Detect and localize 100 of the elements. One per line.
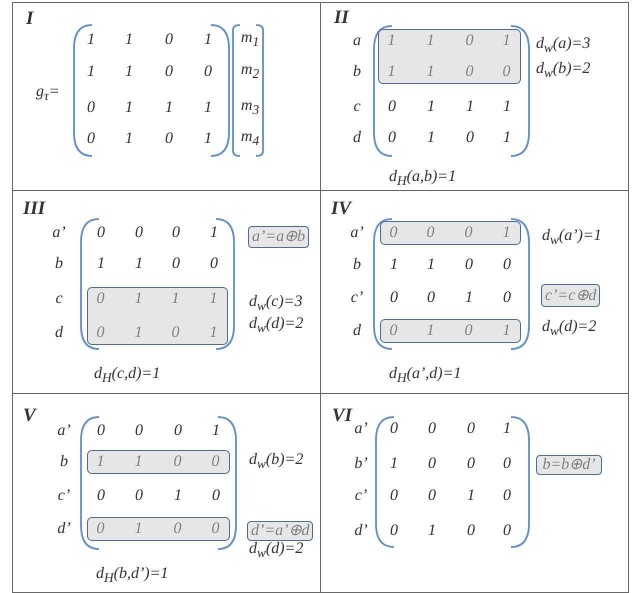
weight-note: d$_{w}$(a)=3 (536, 34, 590, 58)
row-label: b’ (354, 455, 368, 473)
highlighted-row-box (87, 287, 228, 345)
vector-entry: m$_{2}$ (240, 60, 260, 84)
matrix-entry: 0 (96, 290, 104, 308)
matrix-entry: 1 (97, 255, 105, 273)
matrix-entry: 1 (427, 256, 435, 274)
matrix-entry: 0 (390, 322, 398, 340)
row-label: d’ (57, 520, 71, 538)
matrix-entry: 0 (172, 255, 180, 273)
row-label: a (353, 32, 361, 50)
matrix-entry: 0 (388, 98, 396, 116)
panel-number: II (334, 9, 349, 27)
matrix-entry: 1 (503, 420, 511, 438)
matrix-entry: 0 (467, 522, 475, 540)
matrix-entry: 0 (87, 99, 95, 117)
row-label: d’ (354, 522, 368, 540)
matrix-entry: 1 (427, 98, 435, 116)
matrix-entry: 1 (134, 520, 142, 538)
distance-note: d$_{H}$(b,d’)=1 (96, 564, 168, 588)
weight-note: d$_{w}$(c)=3 (249, 292, 302, 316)
matrix-entry: 0 (165, 31, 173, 49)
row-label: c (55, 290, 63, 308)
matrix-entry: 0 (96, 324, 104, 342)
matrix-entry: 0 (135, 224, 143, 242)
matrix-entry: 0 (172, 224, 180, 242)
panel-number: V (23, 407, 36, 425)
matrix-entry: 0 (97, 224, 105, 242)
row-label: a’ (354, 420, 368, 438)
matrix-entry: 0 (428, 455, 436, 473)
matrix-entry: 1 (427, 129, 435, 147)
row-label: c’ (58, 487, 70, 505)
matrix-entry: 0 (426, 224, 434, 242)
matrix-entry: 0 (390, 289, 398, 307)
weight-note: d$_{w}$(d)=2 (249, 540, 304, 562)
matrix-entry: 0 (135, 487, 143, 505)
matrix-entry: 0 (467, 420, 475, 438)
weight-note: d$_{w}$(b)=2 (536, 60, 590, 82)
matrix-entry: 1 (388, 62, 396, 80)
matrix-entry: 0 (503, 522, 511, 540)
panel-number: IV (331, 200, 352, 218)
formula-box: c’=c⊕d (541, 284, 600, 307)
matrix-entry: 0 (87, 130, 95, 148)
matrix-entry: 0 (97, 487, 105, 505)
matrix-entry: 0 (503, 487, 511, 505)
distance-note: d$_{H}$(a,b)=1 (389, 168, 456, 190)
matrix-entry: 0 (174, 520, 182, 538)
weight-note: d$_{w}$(d)=2 (249, 314, 304, 338)
matrix-entry: 1 (174, 487, 182, 505)
matrix-entry: 0 (96, 520, 104, 538)
row-label: d (55, 324, 63, 342)
matrix-entry: 0 (390, 522, 398, 540)
row-label: c (353, 98, 361, 116)
matrix-entry: 0 (172, 324, 180, 342)
matrix-entry: 0 (212, 487, 220, 505)
weight-note: d$_{w}$(a’)=1 (542, 226, 602, 250)
highlighted-row-box (380, 221, 521, 245)
row-label: b (353, 256, 361, 274)
matrix-entry: 1 (96, 452, 104, 470)
matrix-entry: 0 (467, 455, 475, 473)
row-label: a’ (57, 422, 71, 440)
matrix-entry: 1 (466, 98, 474, 116)
matrix-entry: 0 (466, 62, 474, 80)
formula-box: a’=a⊕b (248, 226, 310, 248)
matrix-entry: 1 (210, 324, 218, 342)
distance-note: d$_{H}$(a’,d)=1 (389, 364, 462, 388)
row-label: a’ (350, 224, 364, 242)
matrix-entry: 1 (204, 130, 212, 148)
row-label: b (353, 63, 361, 81)
matrix-entry: 1 (125, 63, 133, 81)
row-label: b (55, 255, 63, 273)
matrix-entry: 1 (388, 32, 396, 50)
row-label: a’ (52, 224, 66, 242)
matrix-entry: 0 (502, 62, 510, 80)
matrix-panel (12, 2, 321, 191)
matrix-entry: 1 (87, 63, 95, 81)
matrix-entry: 1 (165, 99, 173, 117)
matrix-entry: 0 (210, 255, 218, 273)
matrix-entry: 1 (467, 487, 475, 505)
matrix-entry: 0 (466, 129, 474, 147)
matrix-entry: 1 (503, 129, 511, 147)
highlighted-row-box (380, 319, 521, 343)
matrix-entry: 0 (503, 256, 511, 274)
highlighted-row-box (87, 517, 230, 541)
matrix-entry: 1 (390, 256, 398, 274)
highlighted-row-box (378, 29, 521, 84)
row-label: d (353, 322, 361, 340)
matrix-entry: 0 (174, 452, 182, 470)
matrix-entry: 1 (428, 522, 436, 540)
matrix-panel (12, 393, 321, 593)
panel-number: VI (332, 407, 352, 425)
matrix-panel (320, 2, 629, 191)
matrix-entry: 1 (210, 290, 218, 308)
matrix-entry: 1 (135, 255, 143, 273)
matrix-entry: 1 (210, 224, 218, 242)
vector-entry: m$_{4}$ (240, 128, 260, 150)
matrix-name: g$_{τ}$= (36, 82, 60, 106)
matrix-entry: 0 (464, 322, 472, 340)
matrix-entry: 1 (390, 455, 398, 473)
matrix-entry: 1 (502, 32, 510, 50)
